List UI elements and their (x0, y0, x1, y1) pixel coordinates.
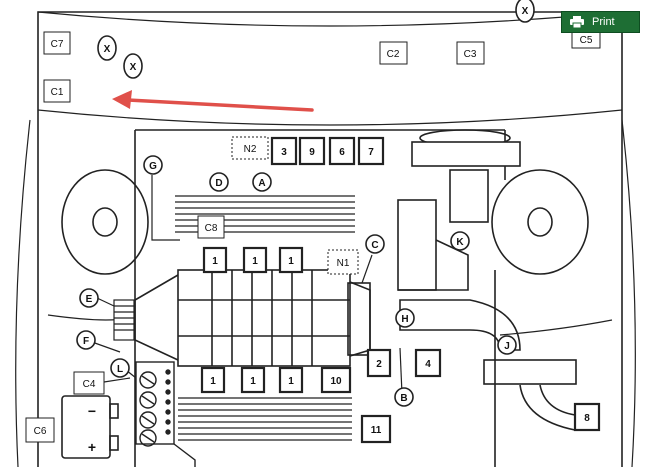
svg-text:F: F (83, 336, 89, 347)
callout-d: D (209, 172, 229, 192)
svg-text:N1: N1 (337, 258, 350, 269)
print-button-label: Print (592, 16, 615, 28)
svg-text:6: 6 (339, 147, 345, 158)
fuse-10: 10 (320, 366, 352, 394)
fuse-6: 6 (328, 136, 356, 166)
fuse-11: 11 (360, 414, 392, 444)
svg-text:X: X (104, 44, 111, 55)
fuse-1-top-a: 1 (202, 246, 228, 274)
svg-text:H: H (401, 314, 408, 325)
svg-text:N2: N2 (244, 144, 257, 155)
svg-text:A: A (258, 178, 265, 189)
fuse-2: 2 (366, 348, 392, 378)
svg-text:1: 1 (250, 376, 256, 387)
svg-text:C4: C4 (83, 379, 96, 390)
x-marker-3: X (515, 0, 535, 23)
battery-plus-sign: + (88, 439, 96, 455)
callout-e: E (79, 288, 99, 308)
callout-f: F (76, 330, 96, 350)
left-disc (61, 169, 149, 275)
battery-minus-sign: − (88, 403, 96, 419)
svg-text:B: B (400, 393, 407, 404)
svg-text:11: 11 (371, 425, 382, 436)
svg-text:C5: C5 (580, 35, 593, 46)
svg-text:L: L (117, 364, 123, 375)
svg-text:E: E (86, 294, 93, 305)
fuse-1-top-b: 1 (242, 246, 268, 274)
print-button[interactable]: Print (561, 11, 640, 33)
callout-l: L (110, 358, 130, 378)
left-connector (113, 299, 135, 341)
x-marker-1: X (97, 35, 117, 61)
svg-text:1: 1 (210, 376, 216, 387)
svg-text:C1: C1 (51, 87, 64, 98)
lens-mechanism (397, 129, 577, 431)
x-marker-2: X (123, 53, 143, 79)
component-box-c3: C3 (456, 41, 485, 65)
svg-text:K: K (456, 237, 464, 248)
fuse-1-bottom-c: 1 (278, 366, 304, 394)
fuse-1-bottom-b: 1 (240, 366, 266, 394)
component-box-c1: C1 (43, 79, 71, 103)
leader-lines (91, 175, 403, 395)
svg-text:G: G (149, 161, 157, 172)
housing-outline (15, 11, 636, 467)
svg-text:1: 1 (212, 256, 218, 267)
svg-text:8: 8 (584, 413, 590, 424)
svg-text:4: 4 (425, 359, 431, 370)
terminal-block (135, 361, 196, 467)
callout-a: A (252, 172, 272, 192)
svg-text:J: J (504, 341, 510, 352)
battery (61, 395, 119, 459)
svg-text:D: D (215, 178, 222, 189)
component-box-c2: C2 (379, 41, 408, 65)
fuse-1-bottom-a: 1 (200, 366, 226, 394)
component-box-c4: C4 (73, 371, 105, 395)
svg-text:C7: C7 (51, 39, 64, 50)
component-box-c6: C6 (25, 417, 55, 443)
fuse-7: 7 (357, 136, 385, 166)
svg-text:X: X (130, 62, 137, 73)
fuse-8: 8 (573, 402, 601, 432)
lower-heatsink (178, 397, 352, 441)
svg-text:2: 2 (376, 359, 382, 370)
svg-text:C3: C3 (464, 49, 477, 60)
svg-text:3: 3 (281, 147, 287, 158)
svg-text:C8: C8 (205, 223, 218, 234)
svg-text:1: 1 (288, 376, 294, 387)
component-box-c8: C8 (197, 215, 225, 239)
callout-j: J (497, 335, 517, 355)
fuse-3: 3 (270, 136, 298, 166)
fuse-4: 4 (414, 348, 442, 378)
component-box-n2: N2 (231, 136, 269, 160)
svg-text:X: X (522, 6, 529, 17)
callout-c: C (365, 234, 385, 254)
red-arrow (112, 90, 314, 112)
svg-text:C6: C6 (34, 426, 47, 437)
svg-text:9: 9 (309, 147, 315, 158)
right-disc (491, 169, 589, 275)
svg-text:C2: C2 (387, 49, 400, 60)
component-box-n1: N1 (327, 249, 359, 275)
callout-g: G (143, 155, 163, 175)
component-box-c7: C7 (43, 31, 71, 55)
callout-b: B (394, 387, 414, 407)
fuse-9: 9 (298, 136, 326, 166)
svg-text:10: 10 (330, 376, 342, 387)
printer-icon (570, 16, 584, 28)
svg-text:C: C (371, 240, 378, 251)
svg-text:1: 1 (252, 256, 258, 267)
svg-text:7: 7 (368, 147, 374, 158)
svg-text:1: 1 (288, 256, 294, 267)
central-body (134, 269, 371, 367)
fuse-1-top-c: 1 (278, 246, 304, 274)
callout-k: K (450, 231, 470, 251)
callout-h: H (395, 308, 415, 328)
